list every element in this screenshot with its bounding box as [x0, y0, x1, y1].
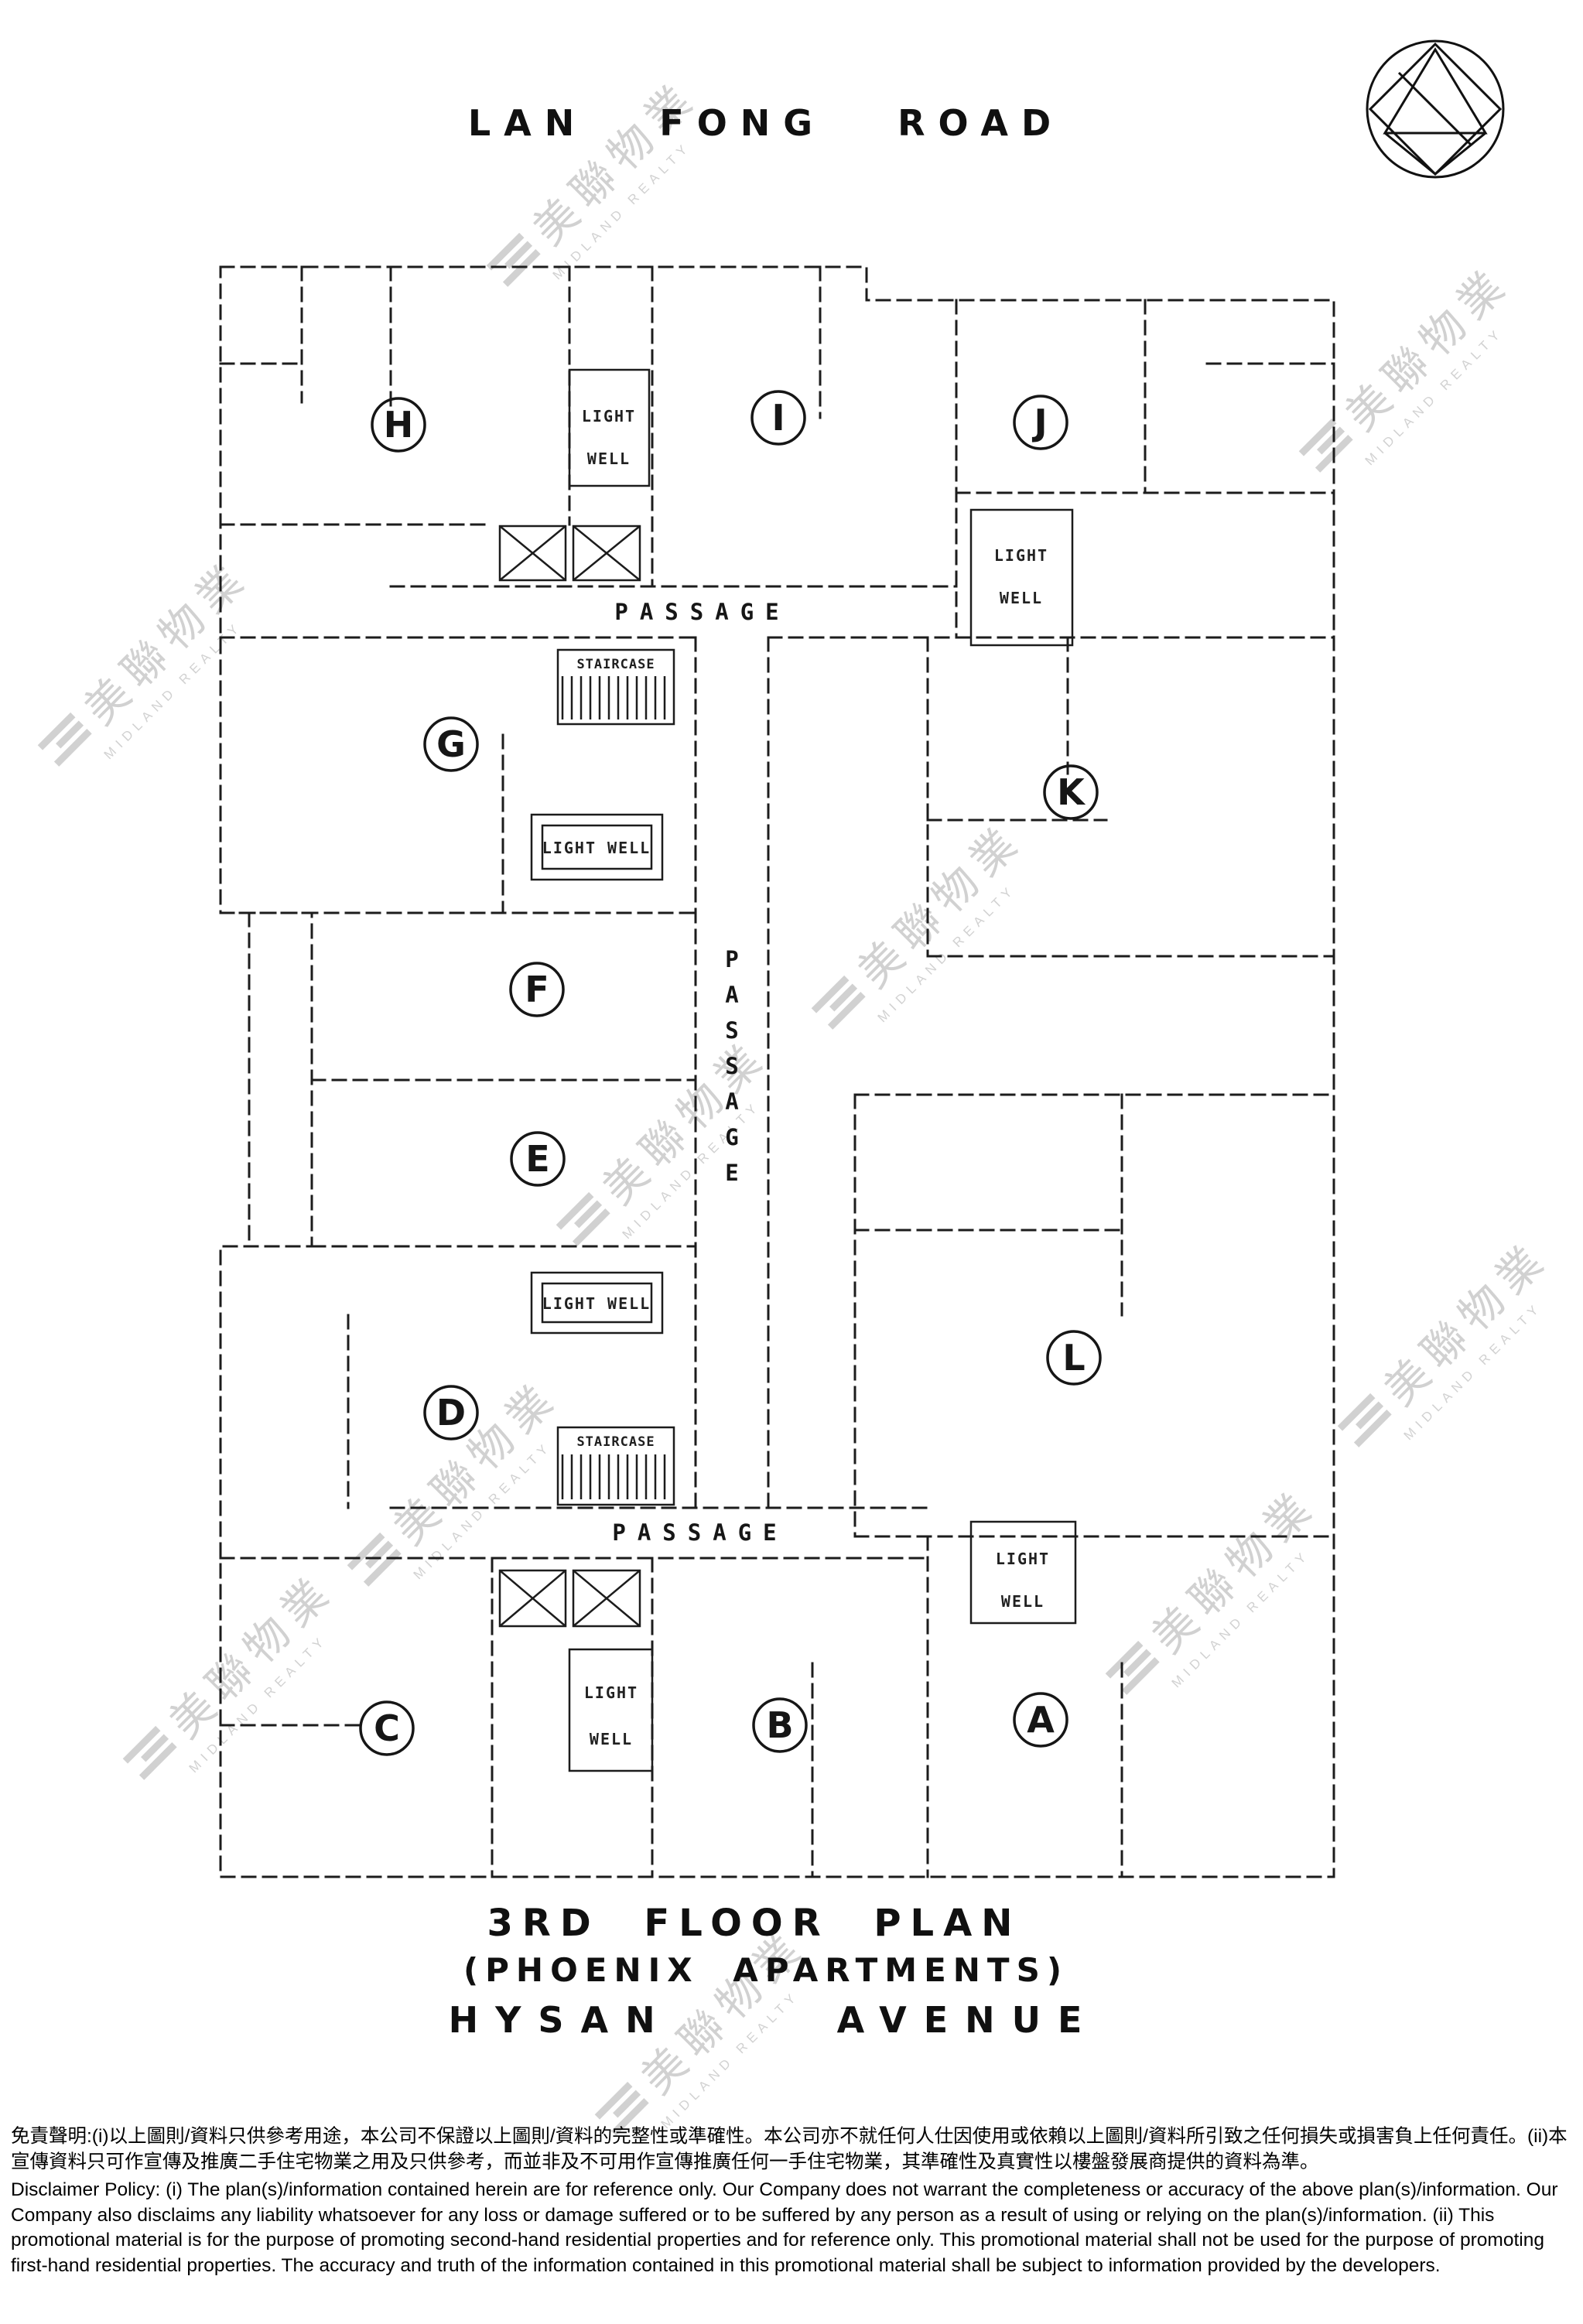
unit-marker-l: L — [1046, 1330, 1102, 1386]
light-wells: LIGHT WELL LIGHT WELL LIGHT WELL LIGHT W… — [530, 368, 1077, 1772]
unit-label-j: J — [1031, 402, 1047, 443]
unit-label-g: G — [436, 723, 466, 765]
unit-marker-h: H — [371, 397, 426, 453]
unit-label-b: B — [766, 1704, 793, 1746]
unit-marker-c: C — [359, 1700, 415, 1756]
unit-label-f: F — [525, 969, 549, 1010]
staircase-label: STAIRCASE — [576, 1434, 655, 1450]
unit-marker-k: K — [1043, 764, 1099, 820]
unit-label-i: I — [771, 397, 785, 439]
unit-marker-g: G — [423, 716, 479, 772]
passage-label-top: PASSAGE — [614, 599, 790, 625]
compass-icon — [1366, 39, 1505, 179]
light-well-label: LIGHT WELL — [542, 839, 651, 857]
unit-marker-j: J — [1013, 395, 1068, 450]
road-label-bottom: HYSAN AVENUE — [448, 1999, 1099, 2041]
building-name: (PHOENIX APARTMENTS) — [463, 1951, 1069, 1989]
light-well-box — [530, 368, 1077, 1772]
passage-label-bottom: PASSAGE — [612, 1519, 788, 1546]
light-well-label: WELL — [590, 1730, 633, 1748]
unit-marker-b: B — [752, 1697, 808, 1753]
light-well-label: LIGHT — [994, 546, 1048, 565]
staircase-label: STAIRCASE — [576, 657, 655, 672]
disclaimer-en: Disclaimer Policy: (i) The plan(s)/infor… — [11, 2179, 1558, 2276]
unit-label-d: D — [436, 1392, 466, 1434]
wall-lines — [219, 265, 1335, 1878]
staircase-bottom: STAIRCASE — [556, 1426, 675, 1506]
disclaimer: 免責聲明:(i)以上圖則/資料只供參考用途，本公司不保證以上圖則/資料的完整性或… — [11, 2124, 1574, 2281]
unit-label-a: A — [1027, 1699, 1055, 1741]
light-well-label: WELL — [1000, 589, 1043, 607]
light-well-label: WELL — [1001, 1592, 1045, 1611]
unit-marker-a: A — [1013, 1692, 1068, 1748]
road-label-top: LAN FONG ROAD — [467, 102, 1065, 144]
unit-label-e: E — [525, 1138, 549, 1180]
light-well-label: LIGHT — [996, 1550, 1050, 1568]
unit-label-k: K — [1057, 771, 1086, 813]
light-well-label: LIGHT WELL — [542, 1294, 651, 1313]
unit-label-h: H — [384, 404, 414, 446]
elevator-boxes — [498, 525, 641, 1628]
unit-label-c: C — [374, 1707, 400, 1749]
light-well-label: WELL — [587, 449, 631, 468]
floor-plan-title: 3RD FLOOR PLAN — [487, 1902, 1022, 1945]
staircase-top: STAIRCASE — [556, 648, 675, 726]
light-well-label: LIGHT — [584, 1683, 638, 1702]
unit-marker-e: E — [510, 1131, 566, 1187]
disclaimer-zh: 免責聲明:(i)以上圖則/資料只供參考用途，本公司不保證以上圖則/資料的完整性或… — [11, 2126, 1568, 2172]
unit-marker-f: F — [509, 962, 565, 1017]
unit-label-l: L — [1062, 1337, 1085, 1379]
unit-marker-d: D — [423, 1385, 479, 1441]
unit-marker-i: I — [750, 390, 806, 446]
light-well-label: LIGHT — [582, 407, 636, 425]
